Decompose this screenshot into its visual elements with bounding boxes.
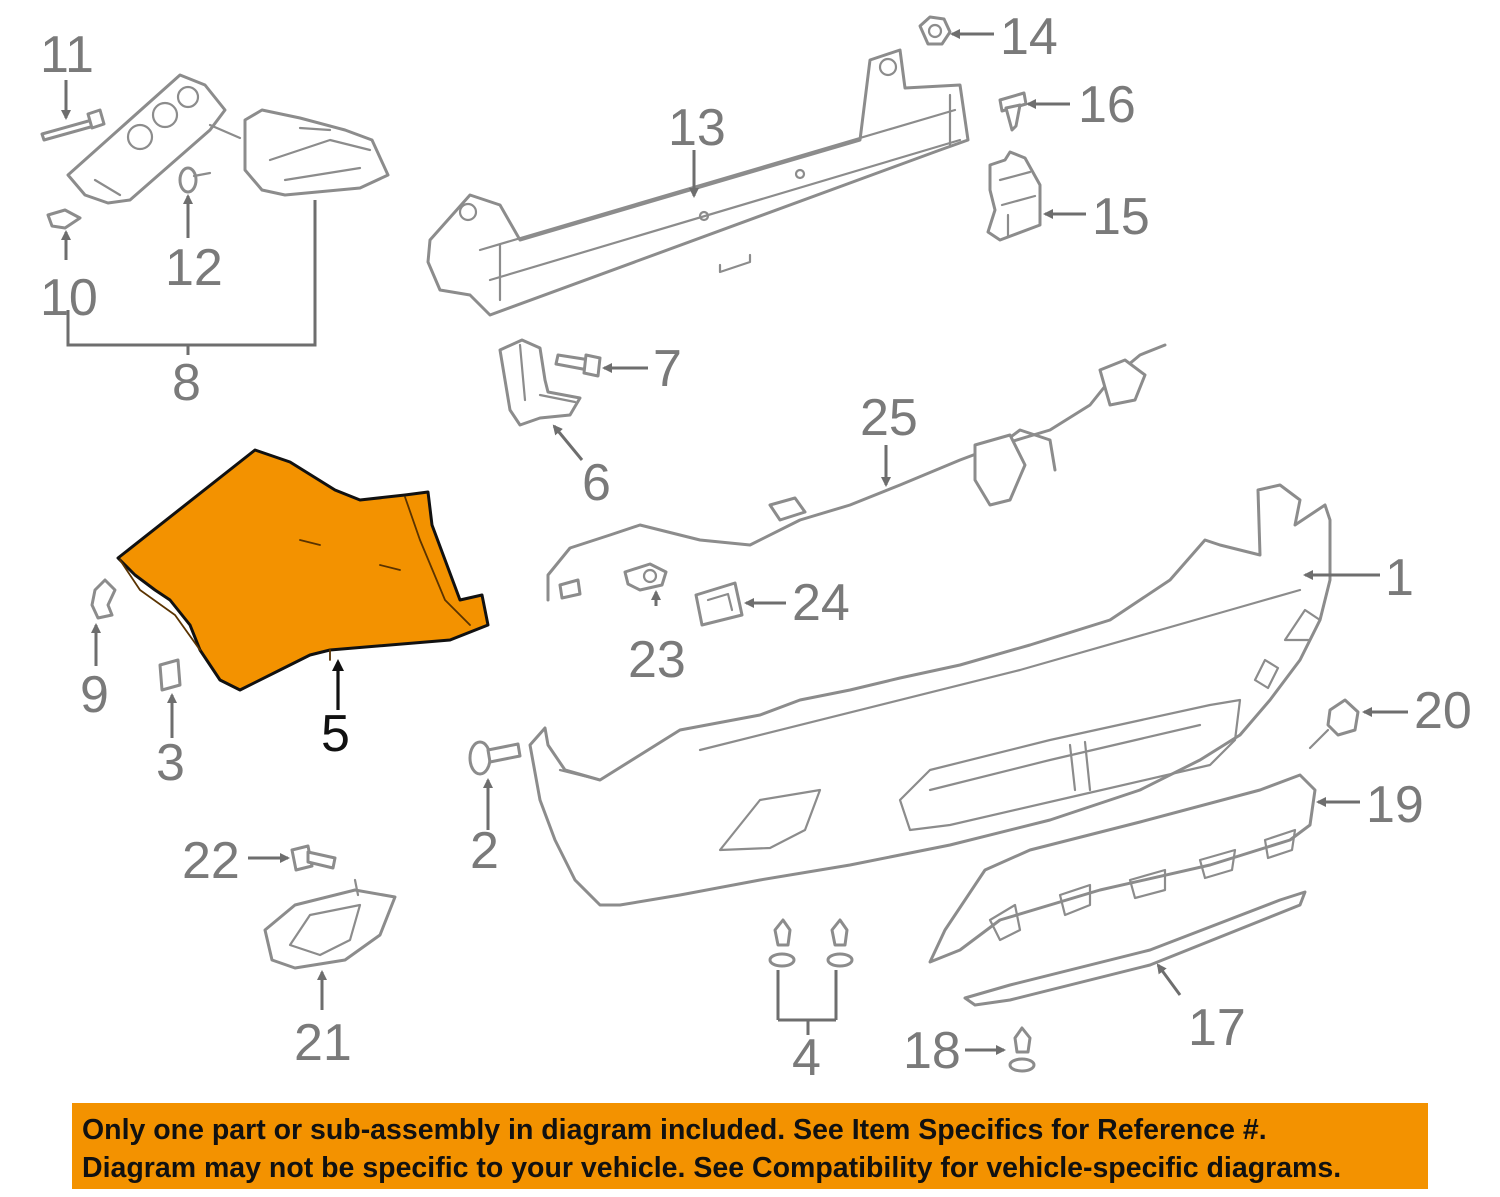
callout-7: 7 — [653, 340, 682, 398]
part-1-bumper-cover — [528, 483, 1332, 907]
part-24-clip — [694, 581, 744, 627]
part-23-park-sensor — [623, 562, 668, 592]
part-19-skid-plate — [928, 773, 1317, 964]
callout-9: 9 — [80, 666, 109, 724]
part-20-cover-cap — [1308, 698, 1360, 750]
callout-17: 17 — [1188, 999, 1246, 1057]
callout-20: 20 — [1414, 682, 1472, 740]
part-16-push-pin — [998, 91, 1028, 132]
callout-25: 25 — [860, 389, 918, 447]
callout-8: 8 — [172, 354, 201, 412]
part-9-bolt — [90, 578, 117, 620]
part-17-molding-strip — [963, 890, 1307, 1007]
callout-labels: 1 2 3 4 5 6 7 8 9 10 11 12 13 14 15 16 1… — [40, 8, 1472, 1087]
callout-6: 6 — [582, 454, 611, 512]
callout-15: 15 — [1092, 188, 1150, 246]
callout-13: 13 — [668, 99, 726, 157]
part-25-wiring-harness — [546, 343, 1167, 602]
callout-3: 3 — [156, 734, 185, 792]
callout-5: 5 — [321, 705, 350, 763]
part-13-reinforcement-beam — [426, 48, 970, 317]
callout-11: 11 — [40, 26, 94, 84]
part-2-screw — [468, 740, 522, 776]
callout-1: 1 — [1385, 549, 1414, 607]
callout-18: 18 — [903, 1022, 961, 1080]
callout-23: 23 — [628, 631, 686, 689]
callout-24: 24 — [792, 574, 850, 632]
part-5-corner-cover-highlighted — [116, 448, 490, 692]
callout-4: 4 — [792, 1029, 821, 1087]
part-15-bracket — [986, 150, 1042, 242]
part-4-push-pins — [768, 918, 854, 968]
part-21-bezel — [263, 878, 397, 970]
leader-lines — [61, 29, 1408, 1055]
callout-16: 16 — [1078, 76, 1136, 134]
callout-14: 14 — [1000, 8, 1058, 66]
callout-10: 10 — [40, 269, 98, 327]
part-12-grommet — [178, 166, 212, 194]
callout-2: 2 — [470, 822, 499, 880]
disclaimer-line-1: Only one part or sub-assembly in diagram… — [82, 1114, 1267, 1146]
part-18-push-pin — [1008, 1026, 1036, 1073]
callout-12: 12 — [165, 239, 223, 297]
part-10-clip — [46, 208, 82, 230]
callout-22: 22 — [182, 832, 240, 890]
disclaimer-line-2: Diagram may not be specific to your vehi… — [82, 1152, 1342, 1184]
callout-21: 21 — [294, 1014, 352, 1072]
part-6-bracket — [498, 338, 582, 427]
disclaimer-banner: Only one part or sub-assembly in diagram… — [72, 1103, 1428, 1189]
part-3-clip — [158, 658, 182, 692]
part-14-nut — [918, 15, 952, 46]
part-22-screw — [290, 844, 337, 872]
part-7-screw — [554, 353, 602, 378]
callout-19: 19 — [1366, 776, 1424, 834]
part-11-screw — [40, 108, 106, 142]
part-8-lamp-assembly — [66, 73, 390, 205]
